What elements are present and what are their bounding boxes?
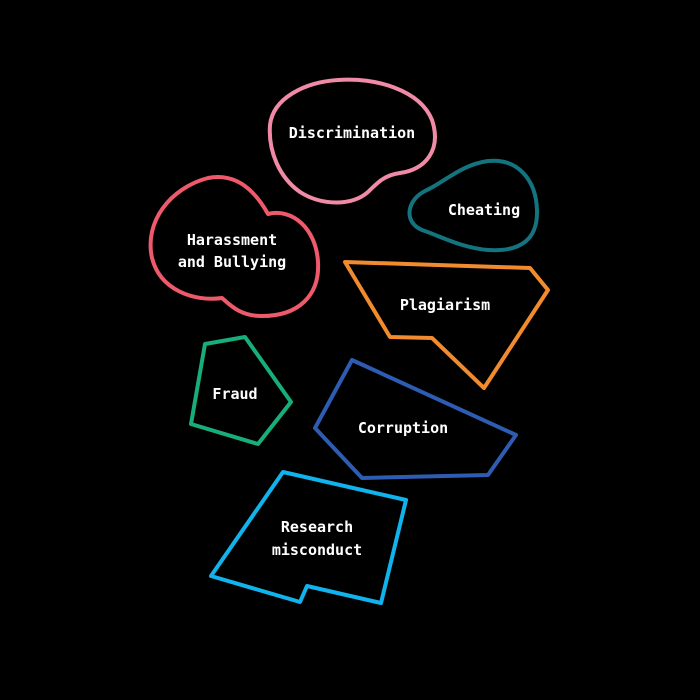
research-label-line2: misconduct <box>272 541 362 559</box>
harassment-outline <box>148 175 321 318</box>
harassment-label-line1: Harassment <box>187 231 277 249</box>
category-research-misconduct: Research misconduct <box>209 470 408 605</box>
cheating-outline <box>407 158 540 253</box>
cheating-label: Cheating <box>448 201 520 219</box>
plagiarism-outline <box>343 260 550 390</box>
research-label-line1: Research <box>281 518 353 536</box>
fraud-label: Fraud <box>212 385 257 403</box>
discrimination-label: Discrimination <box>289 124 415 142</box>
category-discrimination: Discrimination <box>267 77 437 205</box>
category-cheating: Cheating <box>407 158 540 253</box>
harassment-label-line2: and Bullying <box>178 253 286 271</box>
category-fraud: Fraud <box>189 335 293 446</box>
category-corruption: Corruption <box>313 358 518 480</box>
fraud-outline <box>189 335 293 446</box>
corruption-outline <box>313 358 518 480</box>
category-plagiarism: Plagiarism <box>343 260 550 390</box>
research-outline <box>209 470 408 605</box>
discrimination-outline <box>267 77 437 205</box>
category-harassment-bullying: Harassment and Bullying <box>148 175 321 318</box>
plagiarism-label: Plagiarism <box>400 296 490 314</box>
corruption-label: Corruption <box>358 419 448 437</box>
